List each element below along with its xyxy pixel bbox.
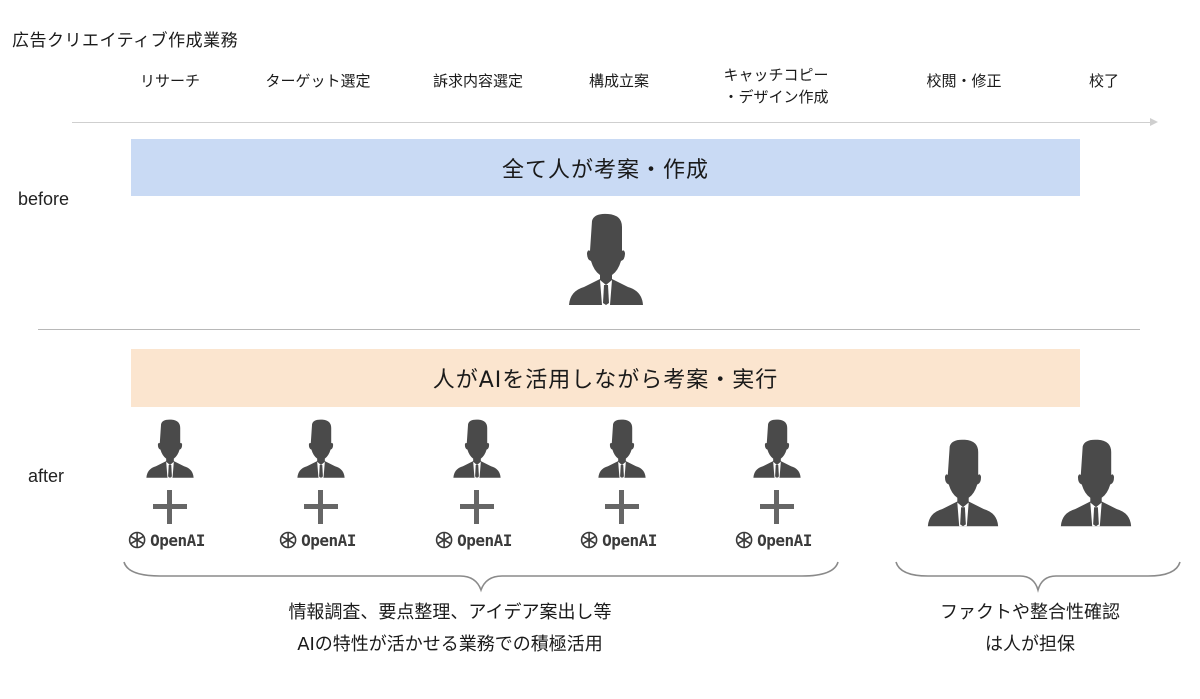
openai-knot-icon [279, 531, 297, 549]
step-copy-design-line2: ・デザイン作成 [723, 88, 829, 106]
human-tasks-caption-line2: は人が担保 [985, 634, 1075, 655]
human-tasks-caption: ファクトや整合性確認 は人が担保 [900, 597, 1160, 661]
person-icon [293, 419, 349, 479]
plus-icon [304, 490, 338, 524]
openai-logo: OpenAI [579, 530, 657, 550]
openai-knot-icon [435, 531, 453, 549]
person-icon [749, 419, 805, 479]
before-bar: 全て人が考案・作成 [131, 139, 1080, 196]
step-proofreading: 校閲・修正 [926, 72, 1002, 90]
after-bar-text: 人がAIを活用しながら考案・実行 [432, 368, 779, 393]
timeline-arrow-head-icon [1150, 118, 1158, 126]
person-icon-proofreading [925, 436, 1001, 531]
step-copy-design: キャッチコピー ・デザイン作成 [723, 64, 828, 108]
before-bar-text: 全て人が考案・作成 [501, 157, 709, 183]
person-icon-approval [1058, 436, 1134, 531]
plus-icon [153, 490, 187, 524]
plus-icon [605, 490, 639, 524]
ai-tasks-brace-icon [123, 561, 839, 593]
diagram-title: 広告クリエイティブ作成業務 [12, 31, 239, 51]
person-icon [142, 419, 198, 479]
step-copy-design-line1: キャッチコピー [723, 66, 829, 84]
plus-icon [760, 490, 794, 524]
person-icon [449, 419, 505, 479]
openai-logo: OpenAI [127, 530, 205, 550]
openai-knot-icon [580, 531, 598, 549]
openai-logo: OpenAI [434, 530, 512, 550]
before-label: before [18, 189, 70, 209]
openai-logo: OpenAI [734, 530, 812, 550]
openai-knot-icon [128, 531, 146, 549]
step-final-approval: 校了 [1088, 72, 1120, 90]
ai-tasks-caption-line2: AIの特性が活かせる業務での積極活用 [297, 634, 603, 655]
step-research: リサーチ [139, 72, 201, 90]
step-structure-planning: 構成立案 [588, 72, 650, 90]
after-bar: 人がAIを活用しながら考案・実行 [131, 349, 1080, 407]
openai-logo: OpenAI [278, 530, 356, 550]
ai-tasks-caption-line1: 情報調査、要点整理、アイデア案出し等 [288, 602, 612, 623]
after-label: after [28, 466, 65, 486]
step-target-selection: ターゲット選定 [265, 72, 371, 90]
human-tasks-caption-line1: ファクトや整合性確認 [940, 602, 1120, 623]
step-appeal-selection: 訴求内容選定 [432, 72, 524, 90]
person-icon [566, 213, 646, 307]
human-tasks-brace-icon [895, 561, 1181, 593]
person-icon [594, 419, 650, 479]
ai-tasks-caption: 情報調査、要点整理、アイデア案出し等 AIの特性が活かせる業務での積極活用 [215, 597, 685, 661]
timeline-arrow-line [72, 122, 1152, 123]
openai-knot-icon [735, 531, 753, 549]
plus-icon [460, 490, 494, 524]
section-divider [38, 329, 1140, 330]
